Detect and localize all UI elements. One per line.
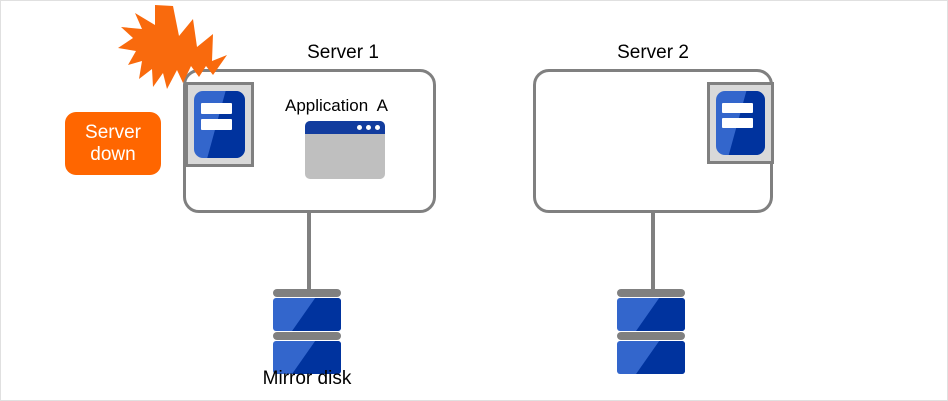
disk-bar-middle (617, 332, 685, 340)
disk-platter-shade (636, 298, 685, 331)
server-machine-icon[interactable] (185, 82, 254, 167)
window-dot-1 (357, 125, 362, 130)
callout-line-2: down (90, 143, 136, 165)
disk-stack-icon[interactable] (273, 289, 341, 375)
disk-platter-shade (292, 298, 341, 331)
application-a-label: Application A (285, 96, 389, 115)
window-dot-2 (366, 125, 371, 130)
server-1-disk-connector (307, 213, 311, 290)
server-icon-bar-top (200, 103, 233, 114)
application-window-icon[interactable] (305, 121, 385, 179)
server-icon-body (716, 91, 765, 155)
application-window-titlebar (305, 121, 385, 134)
server-2-caption: Server 2 (617, 42, 689, 63)
server-icon-body (194, 91, 245, 158)
server-icon-bar-top (722, 102, 753, 113)
disk-platter-upper (273, 298, 341, 331)
window-dot-3 (375, 125, 380, 130)
disk-platter-upper (617, 298, 685, 331)
disk-platter-shade (636, 341, 685, 374)
server-1-caption: Server 1 (307, 42, 379, 63)
server-machine-icon[interactable] (707, 82, 774, 164)
disk-platter-lower (617, 341, 685, 374)
server-down-callout[interactable]: Server down (65, 112, 161, 175)
server-icon-bar-bottom (722, 117, 753, 129)
disk-bar-middle (273, 332, 341, 340)
server-2-disk-connector (651, 213, 655, 290)
disk-platter-lower (273, 341, 341, 374)
disk-bar-top (617, 289, 685, 297)
explosion-burst-icon (118, 5, 227, 89)
disk-bar-top (273, 289, 341, 297)
server-icon-bar-bottom (200, 119, 233, 130)
disk-stack-icon[interactable] (617, 289, 685, 375)
callout-line-1: Server (85, 121, 141, 143)
mirror-disk-caption: Mirror disk (262, 368, 352, 389)
